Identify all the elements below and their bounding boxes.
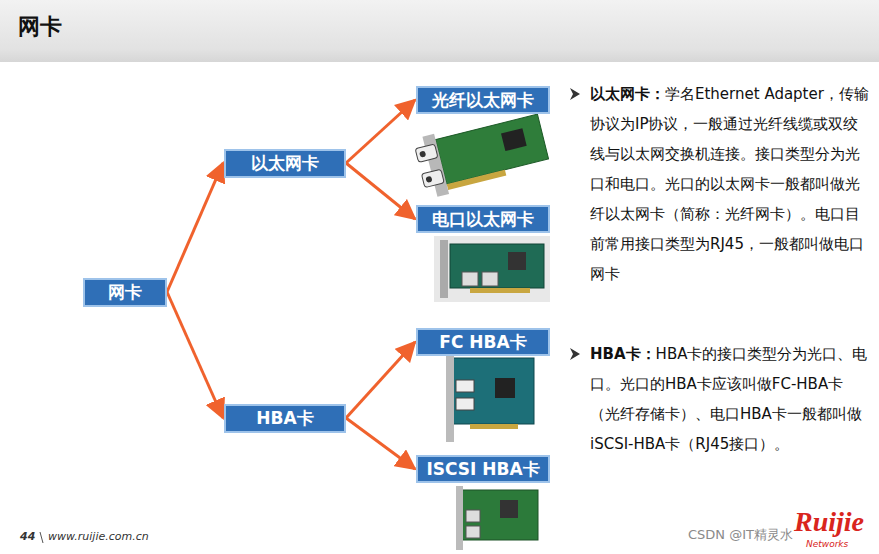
tree-box: 电口以太网卡 — [416, 205, 550, 233]
watermark: CSDN @IT精灵水 — [688, 526, 793, 544]
box-label: HBA卡 — [256, 407, 313, 430]
box-label: 电口以太网卡 — [432, 208, 534, 231]
tree-box: FC HBA卡 — [416, 328, 550, 356]
tree-arrow — [346, 163, 415, 219]
tree-arrow — [346, 100, 415, 163]
logo-text: Ruijie — [794, 506, 864, 538]
box-label: 网卡 — [108, 281, 142, 304]
description-text: 以太网卡：学名Ethernet Adapter，传输协议为IP协议，一般通过光纤… — [590, 79, 872, 289]
tree-arrow — [346, 342, 415, 418]
tree-box: 光纤以太网卡 — [416, 86, 550, 114]
logo-subtext: Networks — [806, 539, 848, 549]
description-heading: HBA卡： — [590, 345, 656, 363]
tree-box: ISCSI HBA卡 — [416, 455, 550, 483]
tree-arrow — [346, 418, 415, 469]
tree-arrow — [167, 163, 223, 292]
page-title: 网卡 — [18, 12, 62, 42]
header-bar — [0, 0, 879, 62]
description-body: 学名Ethernet Adapter，传输协议为IP协议，一般通过光纤线缆或双绞… — [590, 85, 869, 283]
box-label: 光纤以太网卡 — [432, 89, 534, 112]
description-heading: 以太网卡： — [590, 85, 665, 103]
box-label: ISCSI HBA卡 — [426, 458, 539, 481]
tree-box: HBA卡 — [224, 404, 346, 433]
box-label: FC HBA卡 — [439, 331, 526, 354]
tree-box: 以太网卡 — [224, 149, 346, 178]
tree-arrow — [167, 292, 223, 418]
page-number: 44 — [20, 530, 35, 543]
description-text: HBA卡：HBA卡的接口类型分为光口、电口。光口的HBA卡应该叫做FC-HBA卡… — [590, 339, 872, 459]
tree-box: 网卡 — [83, 278, 167, 307]
box-label: 以太网卡 — [251, 152, 319, 175]
website-url: www.ruijie.com.cn — [48, 530, 149, 543]
